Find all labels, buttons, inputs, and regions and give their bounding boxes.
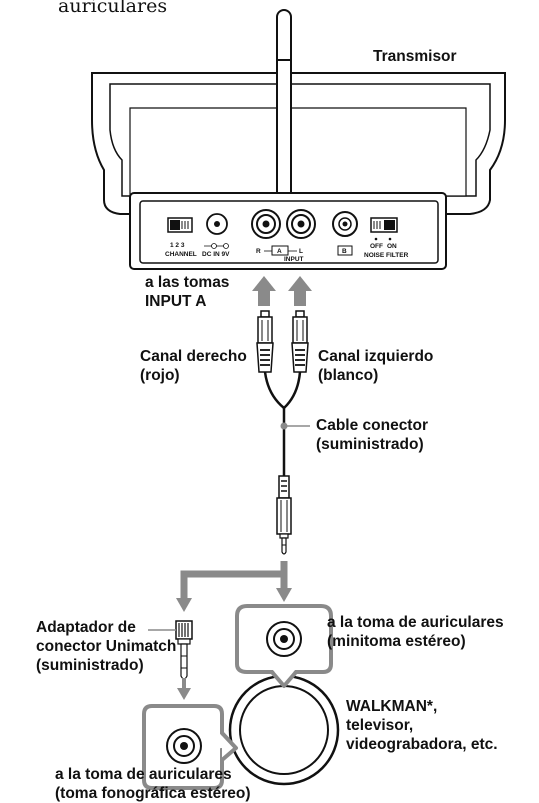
adapter-label-line1: Adaptador de — [36, 619, 136, 636]
panel-dc-in-label: DC IN 9V — [202, 251, 230, 258]
input-b-jack — [332, 211, 358, 237]
dc-in-jack — [206, 213, 228, 235]
mini-jack-label-line1: a la toma de auriculares — [327, 614, 504, 631]
cable-label-line2: (suministrado) — [316, 436, 424, 453]
left-channel-label-line2: (blanco) — [318, 367, 379, 384]
right-channel-label-line2: (rojo) — [140, 367, 180, 384]
adapter-label-line3: (suministrado) — [36, 657, 144, 674]
transmitter-label: Transmisor — [373, 48, 457, 65]
input-arrow-right — [252, 276, 276, 306]
panel-off: OFF — [370, 243, 383, 250]
phone-jack-callout — [142, 704, 241, 790]
mini-jack-label-line2: (minitoma estéreo) — [327, 633, 466, 650]
phone-jack-label-line1: a la toma de auriculares — [55, 766, 232, 783]
channel-switch — [167, 217, 193, 233]
phone-jack-label-line2: (toma fonográfica estéreo) — [55, 785, 251, 802]
unimatch-adapter — [175, 620, 193, 680]
input-a-right-jack — [251, 209, 281, 239]
rca-plug-right — [256, 310, 274, 373]
panel-input-l: L — [299, 248, 303, 255]
rca-plug-left — [291, 310, 309, 373]
device-label-line1: WALKMAN*, — [346, 698, 438, 715]
cable-label-line1: Cable conector — [316, 417, 428, 434]
routing-path — [180, 561, 288, 600]
input-a-label-line1: a las tomas — [145, 274, 230, 291]
panel-channel-digits: 1 2 3 — [170, 242, 185, 249]
input-a-label-line2: INPUT A — [145, 293, 207, 310]
panel-input-r: R — [256, 248, 261, 255]
panel-input-b: B — [342, 248, 347, 255]
panel-input-label: INPUT — [284, 256, 304, 263]
mini-stereo-plug — [276, 475, 292, 555]
panel-noise-filter: NOISE FILTER — [364, 252, 409, 259]
adapter-label-line2: conector Unimatch — [36, 638, 177, 655]
connecting-cable — [263, 371, 302, 476]
input-a-left-jack — [286, 209, 316, 239]
audio-device — [228, 674, 340, 786]
device-label-line2: televisor, — [346, 717, 414, 734]
heading-fragment: auriculares — [58, 0, 168, 17]
left-channel-label-line1: Canal izquierdo — [318, 348, 434, 365]
adapter-arrow — [177, 688, 191, 700]
right-channel-label-line1: Canal derecho — [140, 348, 247, 365]
panel-channel-label: CHANNEL — [165, 251, 197, 258]
panel-input-a: A — [277, 248, 282, 255]
device-label-line3: videograbadora, etc. — [346, 736, 498, 753]
panel-on: ON — [387, 243, 397, 250]
mini-jack-callout — [235, 604, 333, 690]
input-arrow-left — [288, 276, 312, 306]
routing-arrow-right — [276, 588, 292, 602]
noise-filter-switch — [370, 217, 398, 233]
routing-arrow-left — [176, 598, 192, 612]
